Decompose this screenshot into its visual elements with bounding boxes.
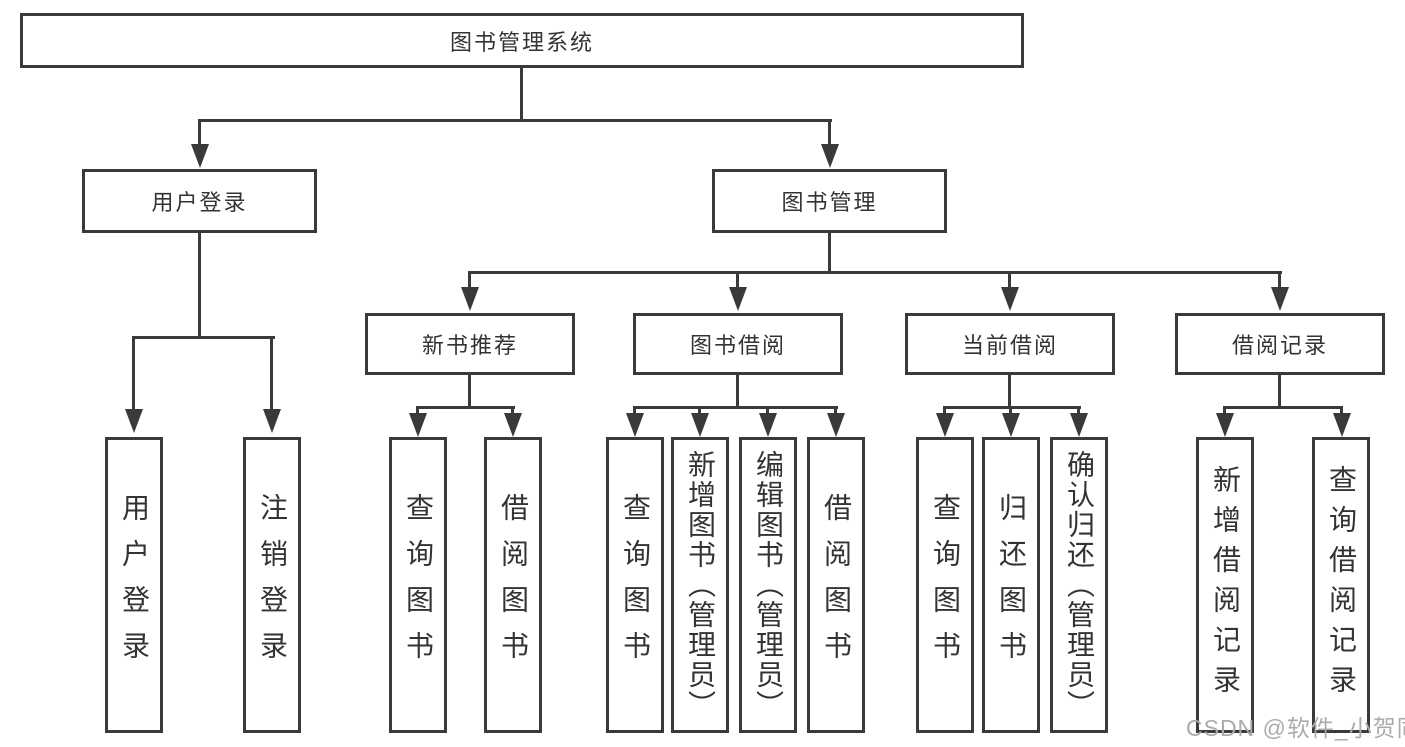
leaf-logout: 注销登录 — [243, 437, 301, 733]
leaf-return-book: 归还图书 — [982, 437, 1040, 733]
arrow-to-book-management — [828, 119, 831, 144]
connector-borrowing-stem — [736, 373, 739, 409]
leaf-add-borrow-record: 新增借阅记录 — [1196, 437, 1254, 733]
leaf-borrow-books-borrowing: 借阅图书 — [807, 437, 865, 733]
connector-recommend-stem — [468, 373, 471, 409]
connector-records-stem — [1278, 373, 1281, 409]
leaf-edit-book-admin: 编辑图书（管理员） — [739, 437, 797, 733]
node-book-management: 图书管理 — [712, 169, 947, 233]
connector-book-management-stem — [828, 231, 831, 274]
arrow-to-current-borrowing — [1008, 271, 1011, 287]
leaf-query-books-current: 查询图书 — [916, 437, 974, 733]
csdn-watermark: CSDN @软件_小贺同学 — [1186, 715, 1405, 741]
leaf-query-borrow-record: 查询借阅记录 — [1312, 437, 1370, 733]
node-library-management-system: 图书管理系统 — [20, 13, 1024, 68]
node-user-login: 用户登录 — [82, 169, 317, 233]
connector-current-stem — [1008, 373, 1011, 409]
arrow-to-leaf-user-login — [132, 336, 135, 409]
arrow-to-book-borrowing — [736, 271, 739, 287]
connector-root-stem — [520, 68, 523, 121]
connector-borrowing-rail — [633, 406, 838, 409]
connector-level2-rail — [199, 119, 832, 122]
arrow-to-leaf-logout — [270, 336, 273, 409]
arrow-to-borrowing-records — [1278, 271, 1281, 287]
arrow-leaf-add-book — [698, 406, 701, 413]
node-new-book-recommendation: 新书推荐 — [365, 313, 575, 375]
arrow-leaf-query-current — [943, 406, 946, 413]
arrow-leaf-borrow-recommend — [511, 406, 514, 413]
leaf-confirm-return-admin: 确认归还（管理员） — [1050, 437, 1108, 733]
leaf-borrow-books-recommend: 借阅图书 — [484, 437, 542, 733]
arrow-leaf-borrow-borrowing — [834, 406, 837, 413]
arrow-leaf-query-borrowing — [633, 406, 636, 413]
connector-records-rail — [1223, 406, 1343, 409]
arrow-leaf-add-record — [1223, 406, 1226, 413]
connector-level3-rail — [468, 271, 1282, 274]
connector-current-rail — [943, 406, 1081, 409]
leaf-query-books-borrowing: 查询图书 — [606, 437, 664, 733]
arrow-leaf-query-record — [1340, 406, 1343, 413]
leaf-query-books-recommend: 查询图书 — [389, 437, 447, 733]
leaf-add-book-admin: 新增图书（管理员） — [671, 437, 729, 733]
arrow-leaf-edit-book — [766, 406, 769, 413]
connector-user-login-stem — [198, 231, 201, 337]
arrow-leaf-confirm-return — [1077, 406, 1080, 413]
leaf-user-login: 用户登录 — [105, 437, 163, 733]
node-book-borrowing: 图书借阅 — [633, 313, 843, 375]
arrow-leaf-return-book — [1009, 406, 1012, 413]
arrow-to-new-book-recommendation — [468, 271, 471, 287]
arrow-to-user-login — [198, 119, 201, 144]
node-current-borrowing: 当前借阅 — [905, 313, 1115, 375]
node-borrowing-records: 借阅记录 — [1175, 313, 1385, 375]
connector-user-login-rail — [132, 336, 275, 339]
arrow-leaf-query-recommend — [416, 406, 419, 413]
connector-recommend-rail — [416, 406, 515, 409]
